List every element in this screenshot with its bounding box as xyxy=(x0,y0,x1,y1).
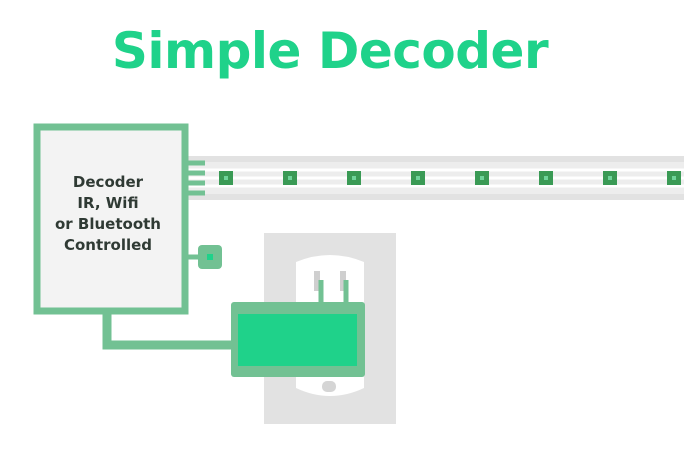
led-chip-center xyxy=(672,176,676,180)
led-group xyxy=(219,171,681,185)
power-cable xyxy=(102,311,234,350)
decoder-line-3: or Bluetooth xyxy=(55,215,161,233)
decoder-line-1: Decoder xyxy=(72,173,144,191)
power-adapter-face xyxy=(238,314,357,366)
decoder-line-2: IR, Wifi xyxy=(77,194,139,212)
decoder-line-4: Controlled xyxy=(63,236,153,254)
led-strip xyxy=(186,156,684,200)
led-chip-center xyxy=(544,176,548,180)
led-chip-center xyxy=(352,176,356,180)
led-chip-center xyxy=(480,176,484,180)
led-chip-center xyxy=(416,176,420,180)
page-title: Simple Decoder xyxy=(111,22,549,80)
plug-prongs xyxy=(318,280,349,306)
led-chip-center xyxy=(608,176,612,180)
led-chip-center xyxy=(224,176,228,180)
decoder-label: Decoder IR, Wifi or Bluetooth Controlled xyxy=(52,172,164,256)
decoder-box xyxy=(33,123,189,315)
led-chip-center xyxy=(288,176,292,180)
